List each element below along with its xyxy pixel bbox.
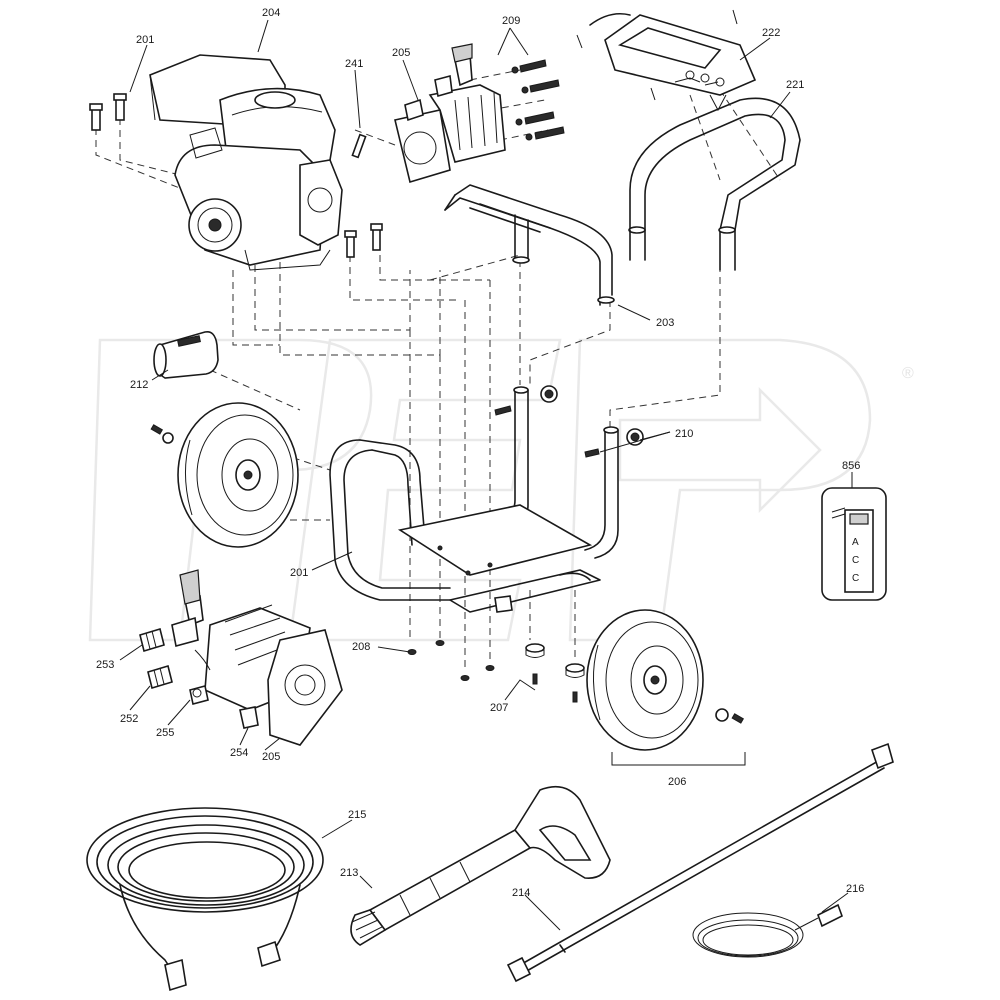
engine [149,54,343,271]
wheel-right [586,609,745,751]
main-frame [329,386,619,613]
leader-lines [119,19,853,931]
pump-upper [394,43,506,184]
callout-203-upper-handle: 203 [656,317,674,329]
callout-252-fitting: 252 [120,713,138,725]
shaft-key [351,133,367,159]
switch-label-c2: C [852,573,859,584]
callout-201-engine-bolt: 201 [136,34,154,46]
spray-wand [506,742,894,983]
callout-216-chemical-hose: 216 [846,883,864,895]
callout-222-control-panel: 222 [762,27,780,39]
pump-fittings [139,627,259,729]
callout-205-pump: 205 [392,47,410,59]
upper-handle [444,184,615,306]
callout-212-grip: 212 [130,379,148,391]
wheel-left [150,402,299,548]
callout-214-wand: 214 [512,887,530,899]
handle-grip [153,330,219,379]
callout-204-engine: 204 [262,7,280,19]
callout-241-key: 241 [345,58,363,70]
callout-210-nuts: 210 [675,428,693,440]
chemical-hose [692,903,843,958]
callout-208-washers: 208 [352,641,370,653]
callout-209-pump-bolts: 209 [502,15,520,27]
frame-washers [407,640,495,681]
callout-221-handle: 221 [786,79,804,91]
part-callouts: 201 204 241 205 209 222 221 203 212 210 … [96,7,864,899]
callout-201-frame: 201 [290,567,308,579]
frame-bumpers [525,643,585,703]
engine-bolts [89,93,383,258]
acc-switch: A C C [821,487,887,601]
spray-gun [350,785,611,946]
callout-205-pump-lower: 205 [262,751,280,763]
switch-label-c1: C [852,555,859,566]
callout-254-fitting: 254 [230,747,248,759]
handle-frame [628,97,801,271]
registered-mark: ® [902,365,914,382]
pump-lower [171,569,343,746]
callout-255-fitting: 255 [156,727,174,739]
pump-bolts [511,59,565,141]
callout-856-switch: 856 [842,460,860,472]
high-pressure-hose [86,807,324,992]
callout-206-wheels: 206 [668,776,686,788]
switch-label-a: A [852,537,859,548]
callout-213-gun: 213 [340,867,358,879]
control-panel [576,9,757,112]
callout-215-hose: 215 [348,809,366,821]
callout-207-bumpers: 207 [490,702,508,714]
callout-253-fitting: 253 [96,659,114,671]
